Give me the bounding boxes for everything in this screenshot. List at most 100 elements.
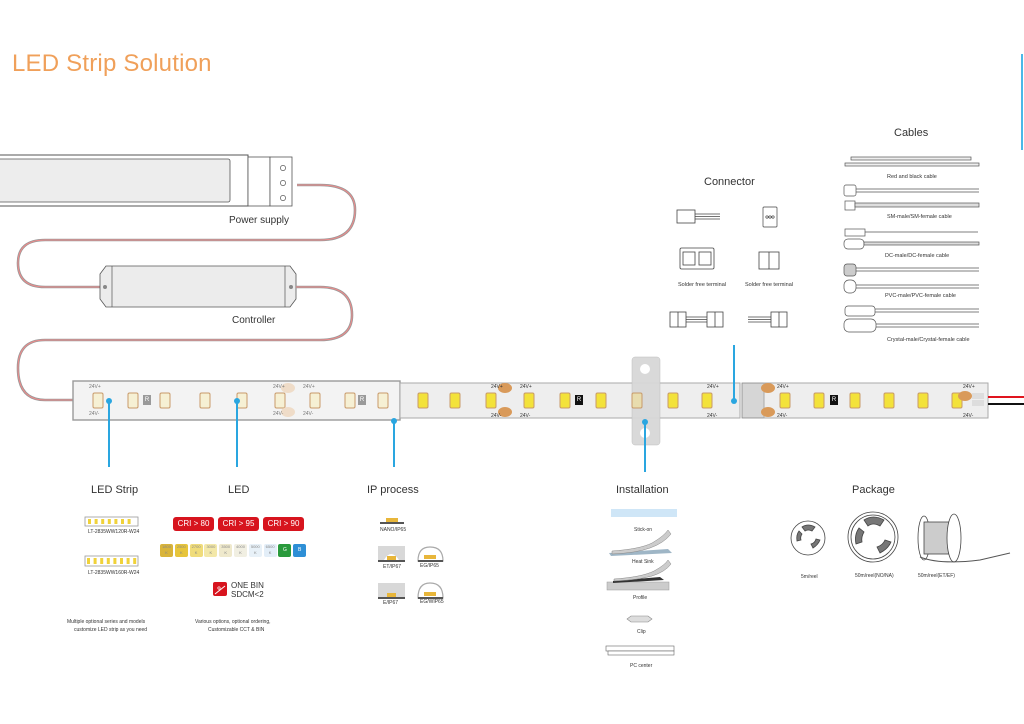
strip-mark-plus: 24V+ <box>963 384 975 390</box>
sample-led-chip <box>127 519 131 524</box>
cct-swatch-unit: K <box>268 550 272 555</box>
cct-swatch-unit: K <box>179 550 183 555</box>
sample-led-chip <box>121 519 124 524</box>
controller-label: Controller <box>232 315 276 326</box>
cct-swatch-unit: K <box>165 550 168 555</box>
connector-cable-plug-icon <box>676 209 720 224</box>
callout-line-ip-process <box>393 421 395 467</box>
led-strip-desc-1: Multiple optional series and models <box>67 619 146 625</box>
package-title: Package <box>852 484 895 496</box>
led-chip <box>559 392 571 409</box>
cct-swatch-value: 3000 <box>206 544 216 549</box>
led-chip <box>779 392 791 409</box>
callout-line-connector <box>733 345 735 400</box>
clip-icon <box>626 615 653 623</box>
strip-sample-120 <box>84 516 139 527</box>
strip-mark-plus: 24V+ <box>89 384 101 390</box>
solder-pad <box>958 391 972 401</box>
led-chip <box>377 392 389 409</box>
cct-swatch-value: B <box>298 547 302 553</box>
strip-mark-minus: 24V- <box>273 411 284 417</box>
connector-label-1: Solder free terminal <box>678 282 726 288</box>
led-chip <box>159 392 171 409</box>
sample-led-chip <box>94 519 98 524</box>
led-title: LED <box>228 484 250 496</box>
led-chip <box>485 392 497 409</box>
solder-pad <box>498 407 512 417</box>
connector-label-2: Solder free terminal <box>745 282 793 288</box>
led-chip <box>417 392 429 409</box>
power-supply <box>0 154 293 207</box>
connector-title: Connector <box>704 176 755 188</box>
resistor-r-label: R <box>575 395 583 405</box>
cct-swatch-value: 1800 <box>162 544 171 549</box>
led-chip <box>523 392 535 409</box>
sample-led-chip <box>107 519 111 524</box>
cable-label-3: DC-male/DC-female cable <box>885 253 950 259</box>
ip-label-egw: EG/WIP65 <box>420 599 444 605</box>
sample-led-chip <box>101 519 105 524</box>
sample-led-chip <box>120 558 123 564</box>
sm-cable-icon <box>843 184 980 211</box>
cable-label-5: Crystal-male/Crystal-female cable <box>887 337 970 343</box>
callout-line-led-strip <box>108 401 110 467</box>
reel-5m-icon <box>790 520 826 556</box>
strip-mark-plus: 24V+ <box>303 384 315 390</box>
strip-model-2: LT-2835WW160R-W24 <box>88 570 140 576</box>
cct-swatch-unit: K <box>239 550 242 555</box>
sample-led-chip <box>87 558 90 564</box>
power-supply-label: Power supply <box>229 215 290 226</box>
installation-label-heat-sink: Heat Sink <box>632 559 654 565</box>
callout-line-led <box>236 401 238 467</box>
ip-eg-icon <box>417 546 444 562</box>
sample-led-chip <box>133 558 137 564</box>
strip-mark-plus: 24V+ <box>273 384 285 390</box>
solder-free-terminal-single-icon <box>758 251 780 270</box>
callout-line-installation <box>644 422 646 472</box>
led-chip <box>274 392 286 409</box>
cct-swatch-unit: K <box>194 550 198 555</box>
installation-title: Installation <box>616 484 669 496</box>
strip-mark-plus: 24V+ <box>777 384 789 390</box>
package-label-5m: 5m/reel <box>801 574 818 580</box>
strip-mark-minus: 24V- <box>520 413 531 419</box>
cct-swatch-unit: K <box>209 550 213 555</box>
led-strip-desc-2: customize LED strip as you need <box>74 627 148 633</box>
resistor-r-label: R <box>830 395 838 405</box>
solder-free-terminal-double-icon <box>679 247 715 270</box>
cct-swatch: G <box>278 544 292 557</box>
cable-label-4: PVC-male/PVC-female cable <box>885 293 956 299</box>
ip-label-et: ET/IP67 <box>383 564 402 570</box>
cri-badge-95: CRI > 95 <box>218 517 259 531</box>
cable-label-2: SM-male/SM-female cable <box>887 214 952 220</box>
led-desc-1: Various options, optional ordering, <box>195 619 271 625</box>
led-chip <box>199 392 211 409</box>
strip-mark-minus: 24V- <box>707 413 718 419</box>
led-desc-2: Customizable CCT & BIN <box>208 627 265 633</box>
strip-model-1: LT-2835WW120R-W24 <box>88 529 140 535</box>
led-chip <box>309 392 321 409</box>
pvc-cable-icon <box>843 263 979 294</box>
strip-mark-minus: 24V- <box>777 413 788 419</box>
solder-pad <box>498 383 512 393</box>
led-chip <box>813 392 825 409</box>
cct-swatch-value: 2500 <box>176 544 186 549</box>
connector-clip-icon <box>762 206 778 228</box>
strip-mark-minus: 24V- <box>89 411 100 417</box>
sample-led-chip <box>126 558 130 564</box>
sample-led-chip <box>100 558 104 564</box>
strip-sample-160 <box>84 555 139 567</box>
cct-swatch-value: 4000 <box>236 544 245 549</box>
strip-mark-minus: 24V- <box>491 413 502 419</box>
